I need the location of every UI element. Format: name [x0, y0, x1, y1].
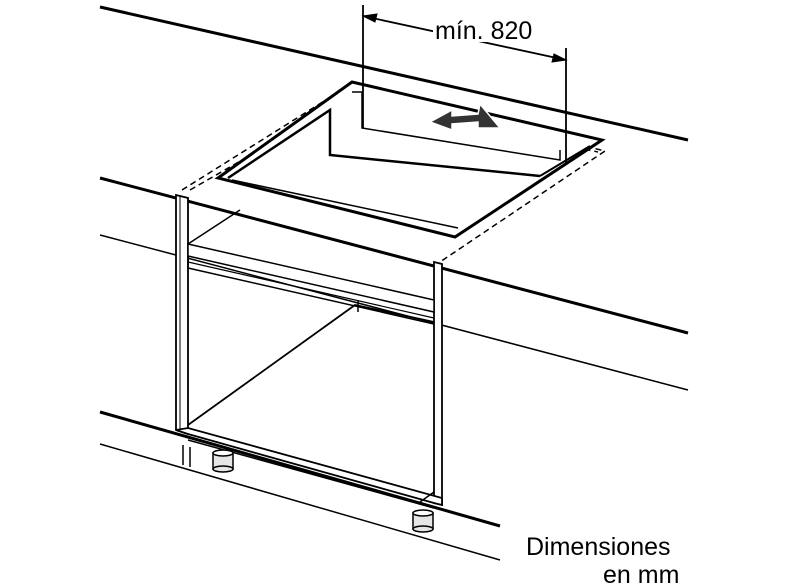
floor-line-upper	[99, 410, 501, 528]
cabinet-top-rail-back	[187, 209, 241, 245]
worktop-back-edge	[99, 5, 689, 142]
cabinet-bottom-panel	[175, 427, 443, 507]
cutout-rear-lip	[352, 91, 561, 161]
dimension-arrow-left	[361, 13, 378, 23]
floor-line-lower	[99, 443, 501, 561]
units-label-line2: en mm	[603, 561, 679, 587]
worktop-cutout	[214, 80, 606, 239]
dimension-label-bg	[433, 16, 548, 42]
cabinet-bottom-right	[419, 491, 435, 503]
double-arrow-icon	[428, 102, 502, 132]
worktop-front-top-edge	[99, 176, 689, 335]
cabinet-inner-opening	[187, 304, 435, 426]
cabinet-right-post	[433, 260, 443, 507]
cabinet-feet	[182, 445, 434, 533]
cabinet-left-panel	[175, 193, 189, 436]
dimension-arrow-right	[551, 53, 568, 63]
dimension-label: mín. 820	[435, 17, 532, 45]
foot-right	[412, 509, 434, 533]
units-label-line1: Dimensiones	[526, 533, 671, 561]
foot-left	[212, 449, 234, 473]
cutout-outer	[214, 80, 606, 239]
cabinet-inner-rail-2	[187, 261, 435, 319]
cutout-inner-front	[231, 179, 459, 229]
floor	[99, 410, 501, 561]
cutout-back-rim	[227, 107, 541, 180]
foot-left-back	[182, 445, 191, 467]
cabinet-top-rail	[187, 243, 435, 313]
cabinet-inner-back	[187, 256, 435, 325]
cutout-side-right	[539, 145, 591, 177]
cabinet	[175, 193, 443, 509]
